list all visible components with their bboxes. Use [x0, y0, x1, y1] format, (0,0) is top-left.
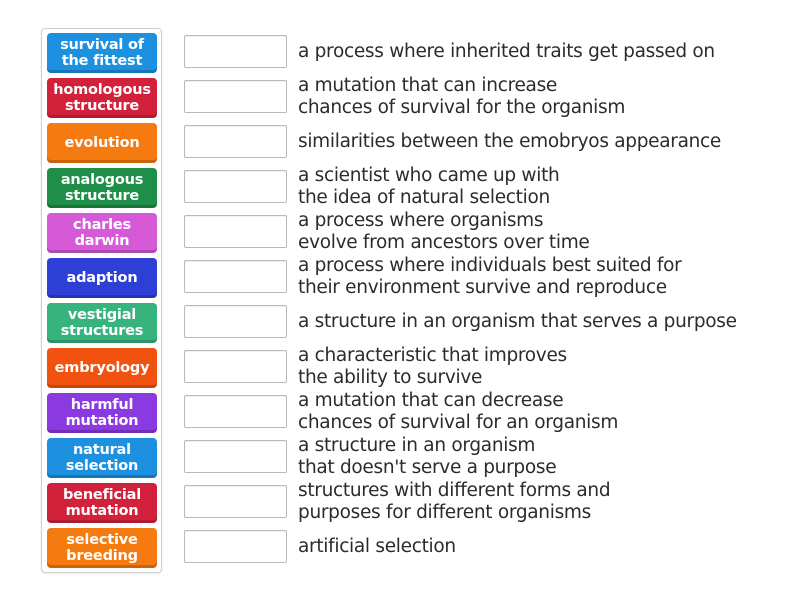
- match-row: a process where organisms evolve from an…: [184, 210, 784, 253]
- tile-vestigial-structures[interactable]: vestigial structures: [47, 303, 157, 343]
- tile-label: harmful mutation: [65, 397, 139, 429]
- drop-box[interactable]: [184, 530, 287, 563]
- definition-text: a scientist who came up with the idea of…: [298, 165, 560, 208]
- tile-label: charles darwin: [73, 217, 131, 249]
- definition-text: a mutation that can decrease chances of …: [298, 390, 619, 433]
- match-row: artificial selection: [184, 527, 784, 567]
- match-row: a mutation that can decrease chances of …: [184, 390, 784, 433]
- tile-adaption[interactable]: adaption: [47, 258, 157, 298]
- drop-box[interactable]: [184, 260, 287, 293]
- match-row: a characteristic that improves the abili…: [184, 345, 784, 388]
- tile-label: selective breeding: [66, 532, 138, 564]
- definition-text: a structure in an organism that doesn't …: [298, 435, 557, 478]
- tile-label: homologous structure: [53, 82, 151, 114]
- tile-natural-selection[interactable]: natural selection: [47, 438, 157, 478]
- tile-selective-breeding[interactable]: selective breeding: [47, 528, 157, 568]
- tile-label: survival of the fittest: [60, 37, 144, 69]
- definition-text: a process where individuals best suited …: [298, 255, 682, 298]
- definition-text: similarities between the emobryos appear…: [298, 131, 721, 152]
- drop-box[interactable]: [184, 485, 287, 518]
- definition-text: a process where organisms evolve from an…: [298, 210, 590, 253]
- match-row: a scientist who came up with the idea of…: [184, 165, 784, 208]
- drop-box[interactable]: [184, 170, 287, 203]
- drop-box[interactable]: [184, 395, 287, 428]
- tile-bank: survival of the fittest homologous struc…: [41, 28, 162, 573]
- tile-beneficial-mutation[interactable]: beneficial mutation: [47, 483, 157, 523]
- match-row: structures with different forms and purp…: [184, 480, 784, 523]
- tile-evolution[interactable]: evolution: [47, 123, 157, 163]
- drop-box[interactable]: [184, 80, 287, 113]
- drop-box[interactable]: [184, 215, 287, 248]
- tile-label: adaption: [66, 270, 138, 286]
- drop-box[interactable]: [184, 350, 287, 383]
- tile-homologous-structure[interactable]: homologous structure: [47, 78, 157, 118]
- definition-text: a mutation that can increase chances of …: [298, 75, 626, 118]
- match-row: a structure in an organism that doesn't …: [184, 435, 784, 478]
- tile-harmful-mutation[interactable]: harmful mutation: [47, 393, 157, 433]
- match-row: a process where individuals best suited …: [184, 255, 784, 298]
- drop-box[interactable]: [184, 305, 287, 338]
- match-row: a structure in an organism that serves a…: [184, 302, 784, 342]
- tile-label: beneficial mutation: [63, 487, 141, 519]
- tile-charles-darwin[interactable]: charles darwin: [47, 213, 157, 253]
- definition-text: a structure in an organism that serves a…: [298, 311, 737, 332]
- definition-text: a process where inherited traits get pas…: [298, 41, 715, 62]
- tile-label: evolution: [64, 135, 140, 151]
- definition-text: artificial selection: [298, 536, 456, 557]
- drop-box[interactable]: [184, 440, 287, 473]
- match-row: a mutation that can increase chances of …: [184, 75, 784, 118]
- tile-survival-of-the-fittest[interactable]: survival of the fittest: [47, 33, 157, 73]
- definition-text: structures with different forms and purp…: [298, 480, 611, 523]
- tile-label: analogous structure: [60, 172, 144, 204]
- match-row: a process where inherited traits get pas…: [184, 32, 784, 72]
- match-row: similarities between the emobryos appear…: [184, 122, 784, 162]
- tile-embryology[interactable]: embryology: [47, 348, 157, 388]
- tile-label: embryology: [54, 360, 150, 376]
- tile-label: vestigial structures: [60, 307, 144, 339]
- tile-analogous-structure[interactable]: analogous structure: [47, 168, 157, 208]
- drop-box[interactable]: [184, 35, 287, 68]
- definition-text: a characteristic that improves the abili…: [298, 345, 567, 388]
- drop-box[interactable]: [184, 125, 287, 158]
- tile-label: natural selection: [65, 442, 139, 474]
